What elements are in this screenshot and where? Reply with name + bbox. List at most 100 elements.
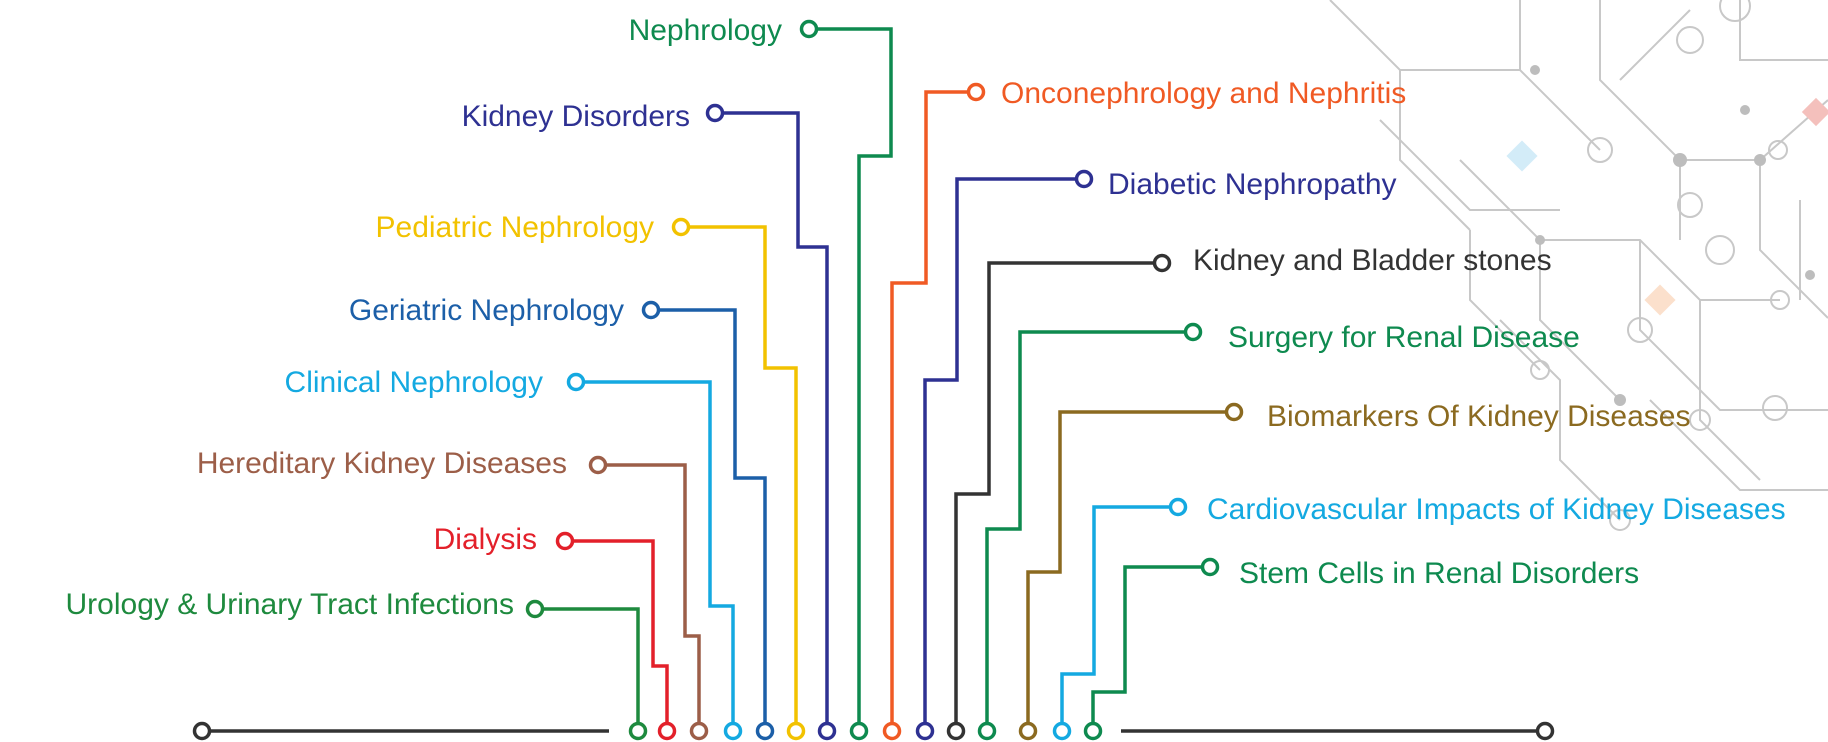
topic-label-kidney-bladder-stones[interactable]: Kidney and Bladder stones [1193, 244, 1552, 277]
decor-line [1400, 69, 1601, 151]
decor-ring [1705, 235, 1735, 265]
topic-label-onconephrology-nephritis[interactable]: Onconephrology and Nephritis [1001, 77, 1406, 110]
topic-label-geriatric-nephrology[interactable]: Geriatric Nephrology [349, 294, 624, 327]
decor-line [1639, 240, 1828, 411]
trace-line [985, 330, 1193, 731]
topic-label-biomarkers-kidney-diseases[interactable]: Biomarkers Of Kidney Diseases [1267, 400, 1691, 433]
topic-label-nephrology[interactable]: Nephrology [629, 14, 782, 47]
topic-label-cardiovascular-impacts[interactable]: Cardiovascular Impacts of Kidney Disease… [1207, 493, 1786, 526]
trace-hereditary-kidney-diseases [588, 455, 709, 741]
trace-end-node [1074, 169, 1094, 189]
topic-label-kidney-disorders[interactable]: Kidney Disorders [462, 100, 690, 133]
decor-dot [1535, 235, 1545, 245]
trace-end-node [1183, 322, 1203, 342]
trace-line [809, 27, 893, 731]
decor-ring [1768, 140, 1788, 160]
decor-ring [1587, 137, 1613, 163]
decor-ring [1530, 360, 1550, 380]
trace-line [598, 463, 701, 731]
trace-bottom-node [755, 721, 775, 741]
trace-bottom-node [817, 721, 837, 741]
decor-diamond [1644, 284, 1676, 316]
decor-ring [1689, 409, 1711, 431]
trace-end-node [1152, 253, 1172, 273]
trace-bottom-node [915, 721, 935, 741]
decor-ring [1719, 0, 1751, 22]
trace-bottom-node [849, 721, 869, 741]
decor-line [1469, 230, 1541, 371]
trace-line [651, 308, 767, 731]
decor-line [1499, 319, 1621, 521]
decor-line [1459, 159, 1621, 401]
trace-diabetic-nephropathy [915, 169, 1094, 741]
trace-line [1026, 410, 1234, 731]
decor-line [1619, 9, 1691, 81]
trace-end-node [671, 217, 691, 237]
decor-line [1759, 160, 1828, 319]
topic-label-stem-cells-renal[interactable]: Stem Cells in Renal Disorders [1239, 557, 1639, 590]
trace-bottom-node [1052, 721, 1072, 741]
circuit-background-decoration [1329, 0, 1828, 531]
trace-bottom-node [977, 721, 997, 741]
trace-onconephrology-nephritis [882, 82, 986, 741]
decor-line [1739, 0, 1828, 61]
trace-end-node [1168, 497, 1188, 517]
decor-line [1379, 119, 1560, 211]
topic-label-diabetic-nephropathy[interactable]: Diabetic Nephropathy [1108, 168, 1397, 201]
trace-end-node [705, 103, 725, 123]
trace-biomarkers-kidney-diseases [1018, 402, 1244, 741]
trace-line [681, 225, 798, 731]
decor-ring [1770, 290, 1790, 310]
trace-bottom-node [657, 721, 677, 741]
trace-line [535, 607, 640, 731]
trace-end-node [525, 599, 545, 619]
topic-label-urology-uti[interactable]: Urology & Urinary Tract Infections [66, 588, 515, 621]
trace-pediatric-nephrology [671, 217, 806, 741]
topic-labels: Nephrology Kidney Disorders Pediatric Ne… [66, 14, 1786, 621]
trace-line [565, 539, 669, 731]
decor-ring [1609, 509, 1631, 531]
trace-line [576, 380, 735, 731]
decor-ring [1676, 26, 1704, 54]
decor-diamond [1506, 140, 1538, 172]
trace-surgery-renal-disease [977, 322, 1203, 741]
trace-clinical-nephrology [566, 372, 743, 741]
decor-ring [1627, 317, 1653, 343]
decor-line [1599, 0, 1681, 240]
decor-line [1540, 239, 1780, 301]
trace-end-node [641, 300, 661, 320]
decor-dot [1740, 105, 1750, 115]
baseline-right-terminal [1535, 721, 1555, 741]
trace-line [715, 111, 829, 731]
decor-diamond [1801, 97, 1828, 127]
trace-bottom-node [1083, 721, 1103, 741]
topic-label-dialysis[interactable]: Dialysis [434, 523, 537, 556]
trace-bottom-node [723, 721, 743, 741]
topic-label-clinical-nephrology[interactable]: Clinical Nephrology [285, 366, 543, 399]
trace-geriatric-nephrology [641, 300, 775, 741]
trace-stem-cells-renal [1083, 557, 1220, 741]
baseline-left-terminal [192, 721, 212, 741]
decor-dot [1614, 394, 1626, 406]
topic-label-hereditary-kidney-diseases[interactable]: Hereditary Kidney Diseases [197, 447, 567, 480]
decor-dot [1673, 153, 1687, 167]
topic-label-pediatric-nephrology[interactable]: Pediatric Nephrology [376, 211, 654, 244]
trace-line [954, 261, 1162, 731]
trace-line [1091, 565, 1210, 731]
decor-dot [1530, 65, 1540, 75]
trace-bottom-node [689, 721, 709, 741]
trace-kidney-bladder-stones [946, 253, 1172, 741]
decor-dot [1754, 154, 1766, 166]
topic-label-surgery-renal-disease[interactable]: Surgery for Renal Disease [1228, 321, 1580, 354]
trace-cardiovascular-impacts [1052, 497, 1188, 741]
trace-urology-uti [525, 599, 648, 741]
decor-line [1699, 300, 1761, 481]
decor-line [1649, 399, 1828, 491]
decor-dot [1805, 270, 1815, 280]
trace-line [1060, 505, 1178, 731]
trace-end-node [1200, 557, 1220, 577]
trace-line [890, 90, 976, 731]
trace-end-node [555, 531, 575, 551]
trace-kidney-disorders [705, 103, 837, 741]
